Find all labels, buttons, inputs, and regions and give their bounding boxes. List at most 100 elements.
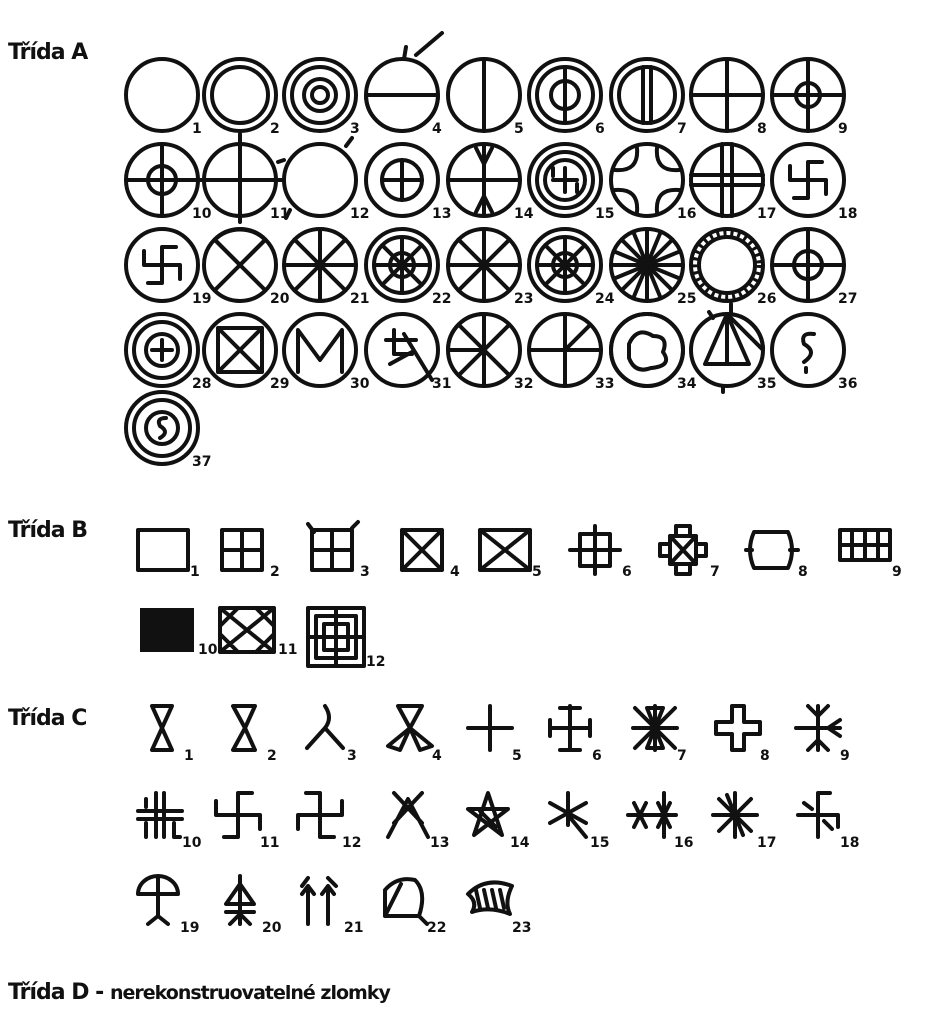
symbol-number: 7 [677,748,687,764]
class-c-symbol-13: 13 [388,793,449,851]
symbol-number: 14 [510,835,530,851]
symbol-number: 8 [757,121,767,137]
class-c-symbol-19: 19 [138,876,199,936]
class-b-symbol-6: 6 [570,526,632,580]
class-c-symbol-10: 10 [138,793,202,851]
class-a-symbol-23: 23 [448,229,533,307]
class-a-symbol-9: 9 [772,59,848,137]
symbol-number: 3 [350,121,360,137]
symbol-number: 10 [192,206,212,222]
class-a-symbol-10: 10 [126,144,212,222]
symbol-number: 5 [532,564,542,580]
symbol-number: 3 [347,748,357,764]
symbol-number: 5 [512,748,522,764]
class-a-symbol-22: 22 [366,229,451,307]
class-c-symbol-23: 23 [468,882,531,936]
class-a-symbol-2: 2 [204,59,280,137]
class-a-symbol-32: 32 [448,314,533,392]
class-c-symbol-18: 18 [798,793,859,851]
symbol-number: 20 [270,291,290,307]
symbol-number: 13 [432,206,451,222]
symbol-number: 33 [595,376,614,392]
class-c-symbol-22: 22 [385,879,446,936]
symbol-number: 2 [270,564,280,580]
class-a-symbol-34: 34 [611,314,697,392]
symbol-number: 18 [838,206,857,222]
symbol-number: 7 [710,564,720,580]
class-a-symbol-7: 7 [611,59,687,137]
class-c-symbol-14: 14 [468,793,530,851]
symbol-number: 21 [350,291,369,307]
class-a-symbol-27: 27 [772,229,857,307]
class-c-symbol-15: 15 [550,793,609,851]
class-a-symbol-13: 13 [366,144,451,222]
symbol-number: 10 [182,835,202,851]
symbol-number: 6 [592,748,602,764]
class-c-symbol-20: 20 [226,876,282,936]
class-c-symbol-16: 16 [628,793,693,851]
symbol-number: 9 [840,748,850,764]
symbol-number: 22 [432,291,451,307]
symbol-number: 1 [190,564,200,580]
symbol-number: 13 [430,835,449,851]
class-c-symbol-7: 7 [633,706,687,764]
class-b-symbol-1: 1 [138,530,200,580]
class-b-symbol-2: 2 [222,530,280,580]
class-c-symbol-11: 11 [216,793,279,851]
class-a-symbol-24: 24 [529,229,615,307]
symbol-number: 23 [514,291,533,307]
class-a-symbol-36: 36 [772,314,857,392]
symbol-number: 37 [192,454,211,470]
class-c-symbol-8: 8 [716,706,770,764]
class-a-symbol-20: 20 [204,229,290,307]
symbol-number: 17 [757,206,776,222]
symbol-number: 21 [344,920,363,936]
symbol-number: 1 [192,121,202,137]
symbol-number: 2 [267,748,277,764]
symbol-number: 25 [677,291,696,307]
symbol-number: 22 [427,920,446,936]
symbol-number: 19 [192,291,211,307]
class-a-symbol-15: 15 [529,144,614,222]
class-c-symbol-1: 1 [152,706,194,764]
symbol-number: 3 [360,564,370,580]
class-a-symbol-29: 29 [204,314,289,392]
symbol-number: 16 [674,835,693,851]
class-a-symbol-12: 12 [278,138,369,222]
class-c-symbol-4: 4 [388,706,442,764]
symbol-number: 11 [278,642,297,658]
symbol-number: 12 [366,654,385,670]
class-a-symbol-17: 17 [691,144,776,222]
symbol-number: 35 [757,376,776,392]
class-a-symbol-25: 25 [611,229,696,307]
class-c-symbol-2: 2 [233,706,277,764]
class-b-symbol-10: 10 [140,608,218,658]
class-a-symbol-16: 16 [611,144,696,222]
class-c-symbol-21: 21 [302,878,363,936]
symbol-number: 2 [270,121,280,137]
class-a-symbol-30: 30 [284,314,370,392]
class-a-symbol-31: 31 [366,314,451,392]
symbol-number: 24 [595,291,615,307]
class-c-symbol-5: 5 [468,706,522,764]
class-a-symbol-1: 1 [126,59,202,137]
class-c-symbol-6: 6 [550,706,602,764]
class-c-symbol-12: 12 [298,793,361,851]
symbol-number: 19 [180,920,199,936]
class-a-symbol-35: 35 [691,304,776,392]
class-c-symbol-17: 17 [713,793,776,851]
symbol-number: 12 [350,206,369,222]
symbol-number: 4 [432,748,442,764]
symbol-number: 6 [595,121,605,137]
symbol-number: 12 [342,835,361,851]
symbol-number: 31 [432,376,451,392]
symbol-number: 20 [262,920,282,936]
symbol-number: 29 [270,376,289,392]
class-a-symbol-6: 6 [529,59,605,137]
class-a-symbol-14: 14 [448,144,534,222]
symbol-number: 9 [838,121,848,137]
class-a-symbol-5: 5 [448,59,524,137]
symbol-number: 7 [677,121,687,137]
symbol-number: 10 [198,642,218,658]
